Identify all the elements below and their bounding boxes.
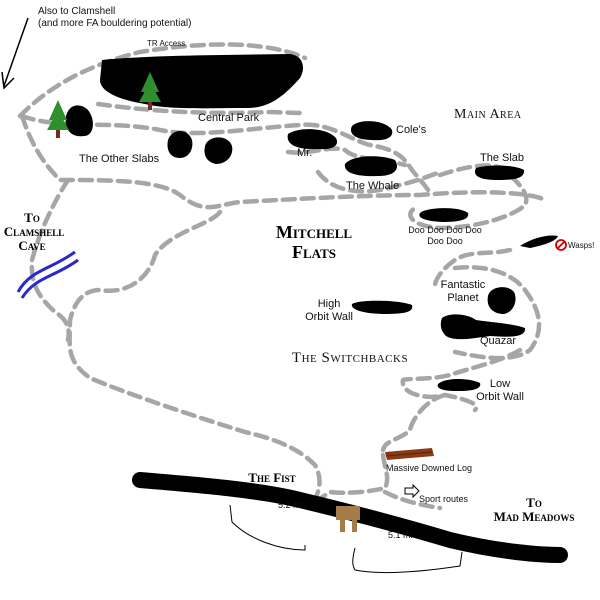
boulder-mr bbox=[287, 129, 338, 150]
trail-whale-loop bbox=[315, 169, 443, 194]
road-pullout-right bbox=[352, 547, 463, 574]
label-to-clamshell-to: To bbox=[24, 210, 40, 225]
label-high: High bbox=[318, 298, 341, 310]
tree-icon bbox=[47, 100, 69, 138]
boulder-quazar bbox=[440, 314, 526, 340]
boulder-central-park-main bbox=[100, 54, 303, 109]
road-pullout-left bbox=[229, 504, 306, 551]
label-the-other-slabs: The Other Slabs bbox=[79, 153, 160, 165]
label-to-mad-meadows-to: To bbox=[526, 495, 542, 510]
label-the-whale: The Whale bbox=[346, 180, 399, 192]
trail-doo-east bbox=[432, 247, 513, 288]
label-flats: Flats bbox=[292, 242, 336, 262]
boulder-the-slab bbox=[474, 165, 525, 180]
label-massive-downed-log: Massive Downed Log bbox=[386, 463, 472, 473]
label-distance-right: 5.1 mi bbox=[388, 530, 413, 540]
massive-downed-log bbox=[385, 448, 434, 460]
trail-cross-upper bbox=[19, 113, 431, 193]
trail-top-loop bbox=[17, 42, 308, 119]
trailhead-sign-icon bbox=[336, 506, 360, 532]
label-wasps: Wasps! bbox=[568, 241, 594, 250]
creek bbox=[16, 250, 79, 299]
label-mr: Mr. bbox=[297, 147, 312, 159]
boulder-fantastic-planet bbox=[487, 287, 516, 314]
wasp-warning-icon bbox=[555, 239, 567, 251]
boulder-coles bbox=[350, 121, 393, 141]
trail-central-spur bbox=[95, 101, 303, 116]
label-cave: Cave bbox=[18, 238, 45, 253]
label-mad-meadows: Mad Meadows bbox=[494, 509, 575, 524]
trail-switchbacks-upper bbox=[400, 347, 523, 413]
boulder-cp-small-2 bbox=[204, 137, 233, 164]
trail-mitchell-south bbox=[67, 209, 322, 503]
label-coles: Cole's bbox=[396, 124, 427, 136]
boulder-high-orbit-wall bbox=[351, 300, 413, 314]
label-also-to-clamshell: Also to Clamshell bbox=[38, 6, 115, 17]
trail-fantastic-loop bbox=[452, 265, 542, 361]
trail-to-road bbox=[315, 452, 390, 503]
label-doo-doo-line2: Doo Doo bbox=[427, 236, 463, 246]
label-the-fist: The Fist bbox=[248, 470, 295, 485]
label-the-slab: The Slab bbox=[480, 152, 524, 164]
label-main-area: Main Area bbox=[454, 107, 522, 122]
label-distance-left: 5.2 mi bbox=[278, 500, 303, 510]
label-doo-doo-line1: Doo Doo Doo Doo bbox=[408, 225, 482, 235]
trail-switchbacks-lower bbox=[380, 392, 448, 453]
label-fantastic: Fantastic bbox=[441, 279, 486, 291]
label-the-switchbacks: The Switchbacks bbox=[292, 350, 408, 366]
label-mitchell: Mitchell bbox=[276, 222, 353, 242]
trail-left-branch bbox=[19, 113, 548, 210]
boulder-doo-doo bbox=[419, 208, 469, 222]
boulder-other-slabs bbox=[65, 105, 93, 137]
label-fa-potential: (and more FA bouldering potential) bbox=[38, 18, 191, 29]
label-planet: Planet bbox=[447, 292, 478, 304]
boulder-cp-small-1 bbox=[167, 131, 193, 158]
boulder-low-orbit-wall bbox=[437, 379, 481, 391]
label-clamshell: Clamshell bbox=[4, 224, 64, 239]
label-sport-routes: Sport routes bbox=[419, 494, 469, 504]
boulder-the-whale bbox=[344, 156, 397, 177]
road bbox=[132, 472, 568, 574]
label-tr-access: TR Access bbox=[147, 39, 185, 48]
tree-icon bbox=[139, 72, 161, 110]
trail-sport-routes bbox=[382, 489, 443, 511]
sport-routes-arrow-icon bbox=[404, 483, 420, 499]
trail-network bbox=[17, 42, 548, 511]
label-low-orbit-wall: Orbit Wall bbox=[476, 391, 524, 403]
label-high-orbit-wall: Orbit Wall bbox=[305, 311, 353, 323]
offmap-arrow-icon bbox=[1, 17, 29, 90]
label-low: Low bbox=[490, 378, 510, 390]
label-quazar: Quazar bbox=[480, 335, 516, 347]
boulder-wasps bbox=[520, 235, 558, 248]
label-central-park: Central Park bbox=[198, 112, 260, 124]
boulders bbox=[65, 54, 558, 391]
